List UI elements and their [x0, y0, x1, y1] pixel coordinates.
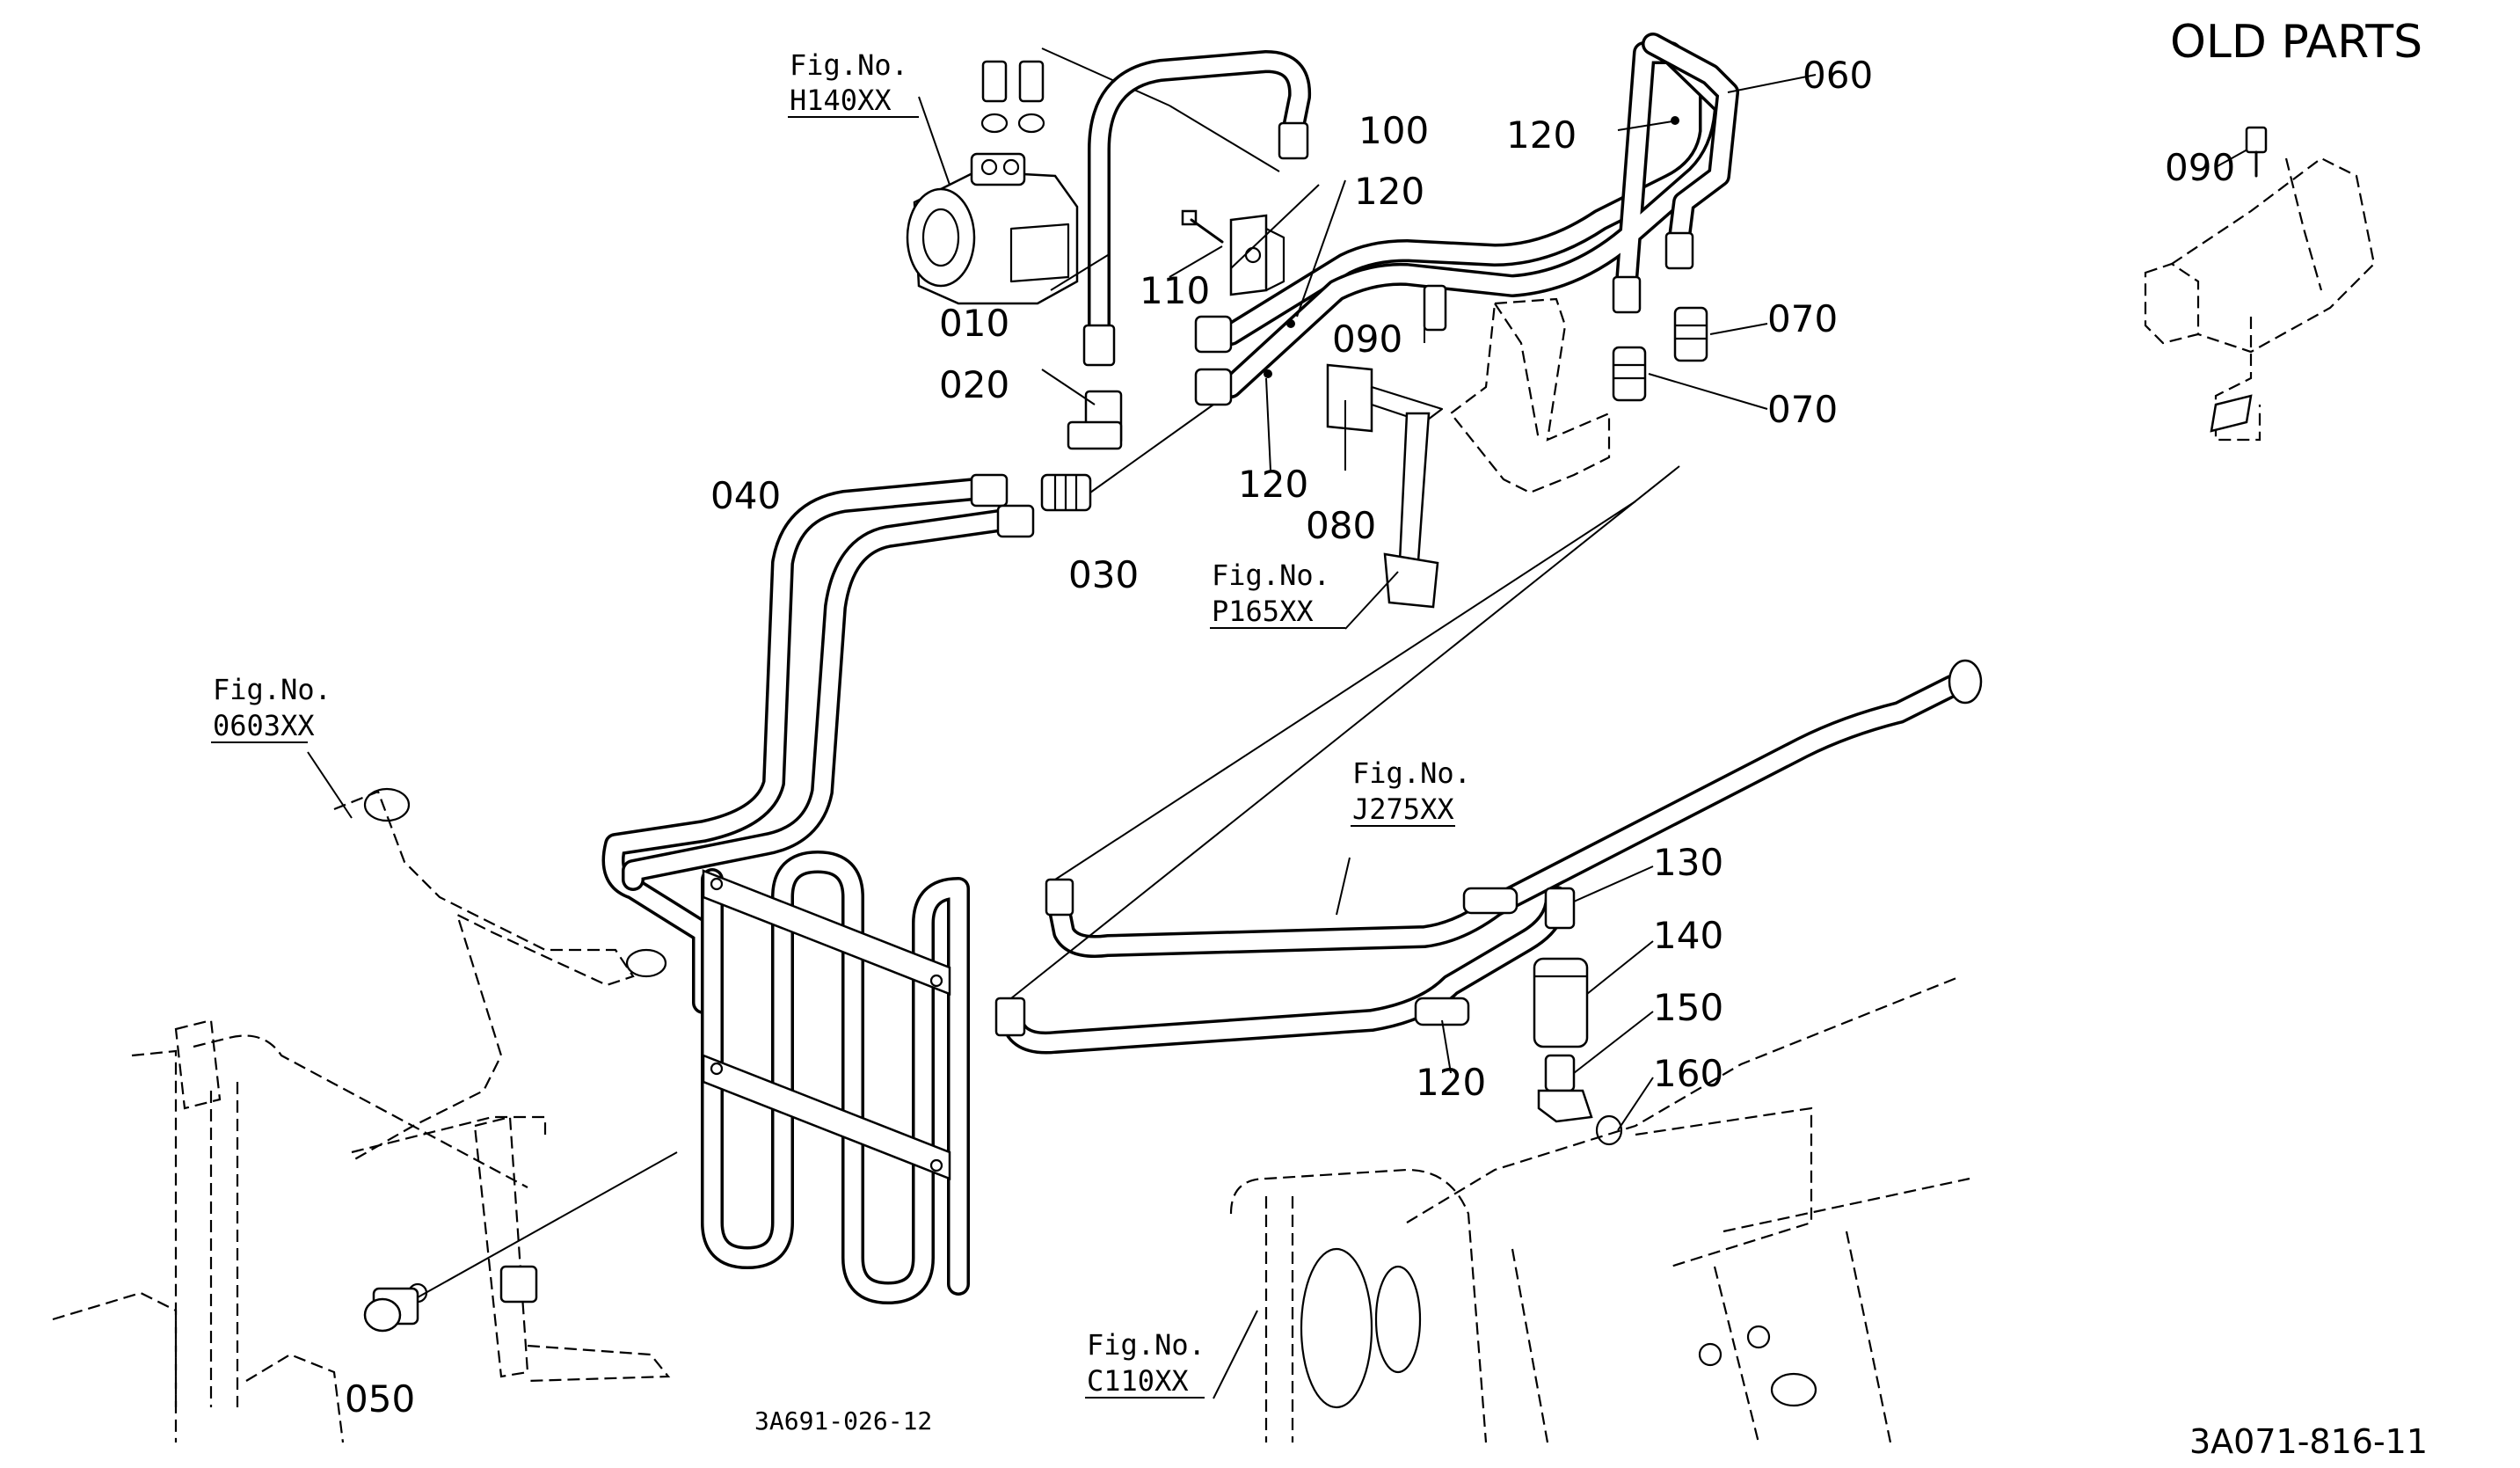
callout-160: 160 [1653, 1052, 1723, 1095]
callout-060: 060 [1803, 54, 1873, 97]
svg-text:Fig.No.: Fig.No. [1212, 559, 1330, 592]
svg-text:C110XX: C110XX [1087, 1364, 1189, 1398]
return-line-j275xx [994, 465, 1983, 1055]
svg-text:Fig.No.: Fig.No. [790, 48, 908, 82]
callout-040: 040 [710, 474, 781, 517]
figure-ref-j275xx: Fig.No. J275XX [1351, 756, 1471, 827]
filter-assembly [1533, 887, 1623, 1146]
callout-110: 110 [1140, 269, 1210, 312]
callout-150: 150 [1653, 986, 1723, 1029]
figure-ref-h140xx: Fig.No. H140XX [788, 48, 919, 118]
bracket-080 [1326, 363, 1444, 609]
callout-080: 080 [1306, 504, 1376, 547]
callout-030: 030 [1068, 553, 1139, 596]
figure-ref-0603xx: Fig.No. 0603XX [211, 673, 331, 743]
drawing-code-right: 3A071-816-11 [2189, 1422, 2428, 1461]
transmission-case-c110xx [1229, 975, 1970, 1443]
callout-130: 130 [1653, 841, 1723, 884]
old-parts-title: OLD PARTS [2170, 16, 2422, 69]
svg-text:Fig.No.: Fig.No. [1087, 1328, 1205, 1362]
callout-100: 100 [1358, 109, 1429, 152]
callout-120-top: 120 [1354, 170, 1424, 213]
svg-text:0603XX: 0603XX [213, 709, 315, 742]
callout-120-upper-right: 120 [1506, 113, 1577, 157]
old-parts-bracket [2144, 126, 2376, 442]
callout-050: 050 [345, 1377, 415, 1421]
bolt-110 [1181, 209, 1224, 244]
callout-120-middle: 120 [1238, 463, 1308, 506]
drawing-code-left: 3A691-026-12 [754, 1406, 932, 1435]
tee-fitting-020 [1067, 390, 1123, 450]
figure-ref-c110xx: Fig.No. C110XX [1085, 1328, 1205, 1399]
callout-090: 090 [1332, 318, 1402, 361]
pipes-060-120 [1194, 33, 1739, 406]
plug-050 [363, 1151, 678, 1333]
svg-text:Fig.No.: Fig.No. [213, 673, 331, 706]
oil-cooler [701, 851, 970, 1304]
callout-090-old-parts: 090 [2165, 146, 2235, 189]
pipe-010 [1082, 50, 1312, 367]
clip-100 [1229, 214, 1285, 296]
callout-070-upper: 070 [1767, 297, 1838, 340]
fitting-030 [1040, 404, 1214, 512]
svg-text:P165XX: P165XX [1212, 595, 1314, 628]
svg-text:H140XX: H140XX [790, 84, 892, 117]
callout-140: 140 [1653, 914, 1723, 957]
hydraulic-pump-illustration [906, 47, 1280, 305]
casting-p165xx [1423, 284, 1611, 494]
figure-ref-p165xx: Fig.No. P165XX [1210, 559, 1345, 629]
leader-lines [307, 74, 2248, 1399]
callout-020: 020 [939, 363, 1009, 406]
pipe-040 [601, 473, 1035, 1014]
fitting-070 [1612, 306, 1708, 402]
callout-120-lower: 120 [1416, 1061, 1486, 1104]
svg-text:J275XX: J275XX [1352, 792, 1454, 826]
svg-text:Fig.No.: Fig.No. [1352, 756, 1471, 790]
callout-070-lower: 070 [1767, 388, 1838, 431]
callout-010: 010 [939, 302, 1009, 345]
front-frame-0603xx [52, 787, 671, 1443]
